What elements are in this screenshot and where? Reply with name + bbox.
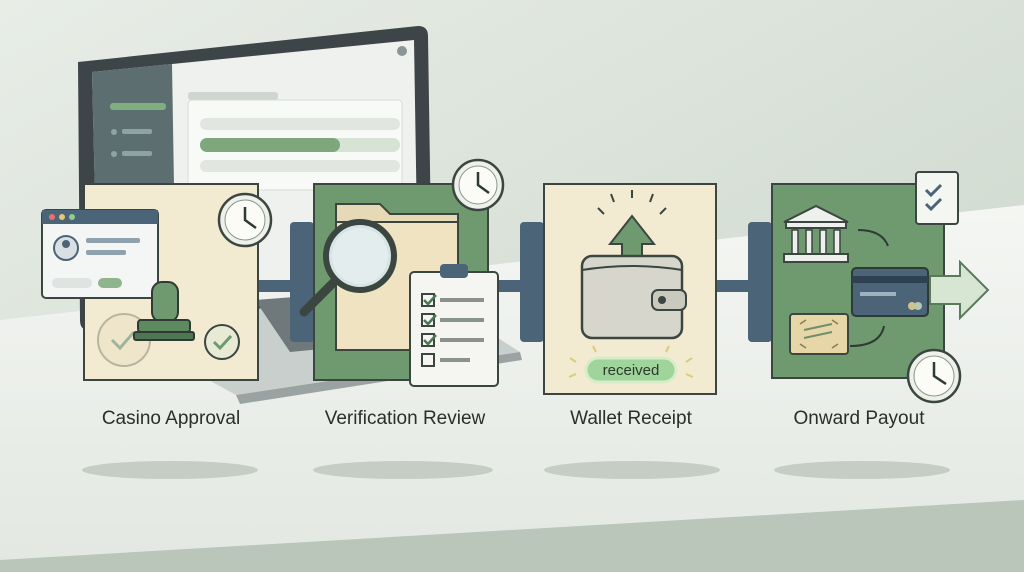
card-wallet-receipt: received bbox=[543, 183, 717, 395]
card-shadow bbox=[82, 461, 258, 479]
step-label-wallet-receipt: Wallet Receipt bbox=[570, 408, 692, 429]
connector-block-3 bbox=[748, 222, 772, 342]
flow-arrow bbox=[849, 325, 885, 347]
card-shadow bbox=[313, 461, 493, 479]
user-profile-icon bbox=[41, 209, 159, 299]
connector-block-2 bbox=[520, 222, 544, 342]
card-shadow bbox=[544, 461, 720, 479]
checklist-icon bbox=[915, 171, 959, 225]
received-label: received bbox=[603, 362, 660, 379]
received-badge: received bbox=[568, 345, 694, 384]
magnifier-icon bbox=[299, 219, 397, 317]
step-label-verification-review: Verification Review bbox=[324, 408, 486, 429]
wallet-icon bbox=[580, 254, 687, 340]
arrow-right-icon bbox=[929, 259, 990, 321]
step-label-onward-payout: Onward Payout bbox=[793, 408, 925, 429]
clipboard-checklist-icon bbox=[409, 264, 499, 387]
bank-icon bbox=[783, 204, 849, 263]
connector-block-1 bbox=[290, 222, 314, 342]
card-shadow bbox=[774, 461, 950, 479]
credit-card-icon bbox=[851, 267, 929, 317]
card-onward-payout bbox=[771, 171, 990, 404]
step-label-casino-approval: Casino Approval bbox=[101, 408, 241, 429]
card-casino-approval bbox=[41, 183, 273, 381]
clock-icon bbox=[217, 192, 273, 248]
clock-icon bbox=[906, 348, 962, 404]
flow-arrow bbox=[857, 229, 889, 247]
card-verification-review bbox=[299, 158, 505, 387]
check-circle-icon bbox=[204, 324, 240, 360]
cash-icon bbox=[789, 313, 849, 355]
clock-icon bbox=[451, 158, 505, 212]
stamp-icon bbox=[97, 281, 195, 367]
desk-edge bbox=[0, 500, 1024, 572]
